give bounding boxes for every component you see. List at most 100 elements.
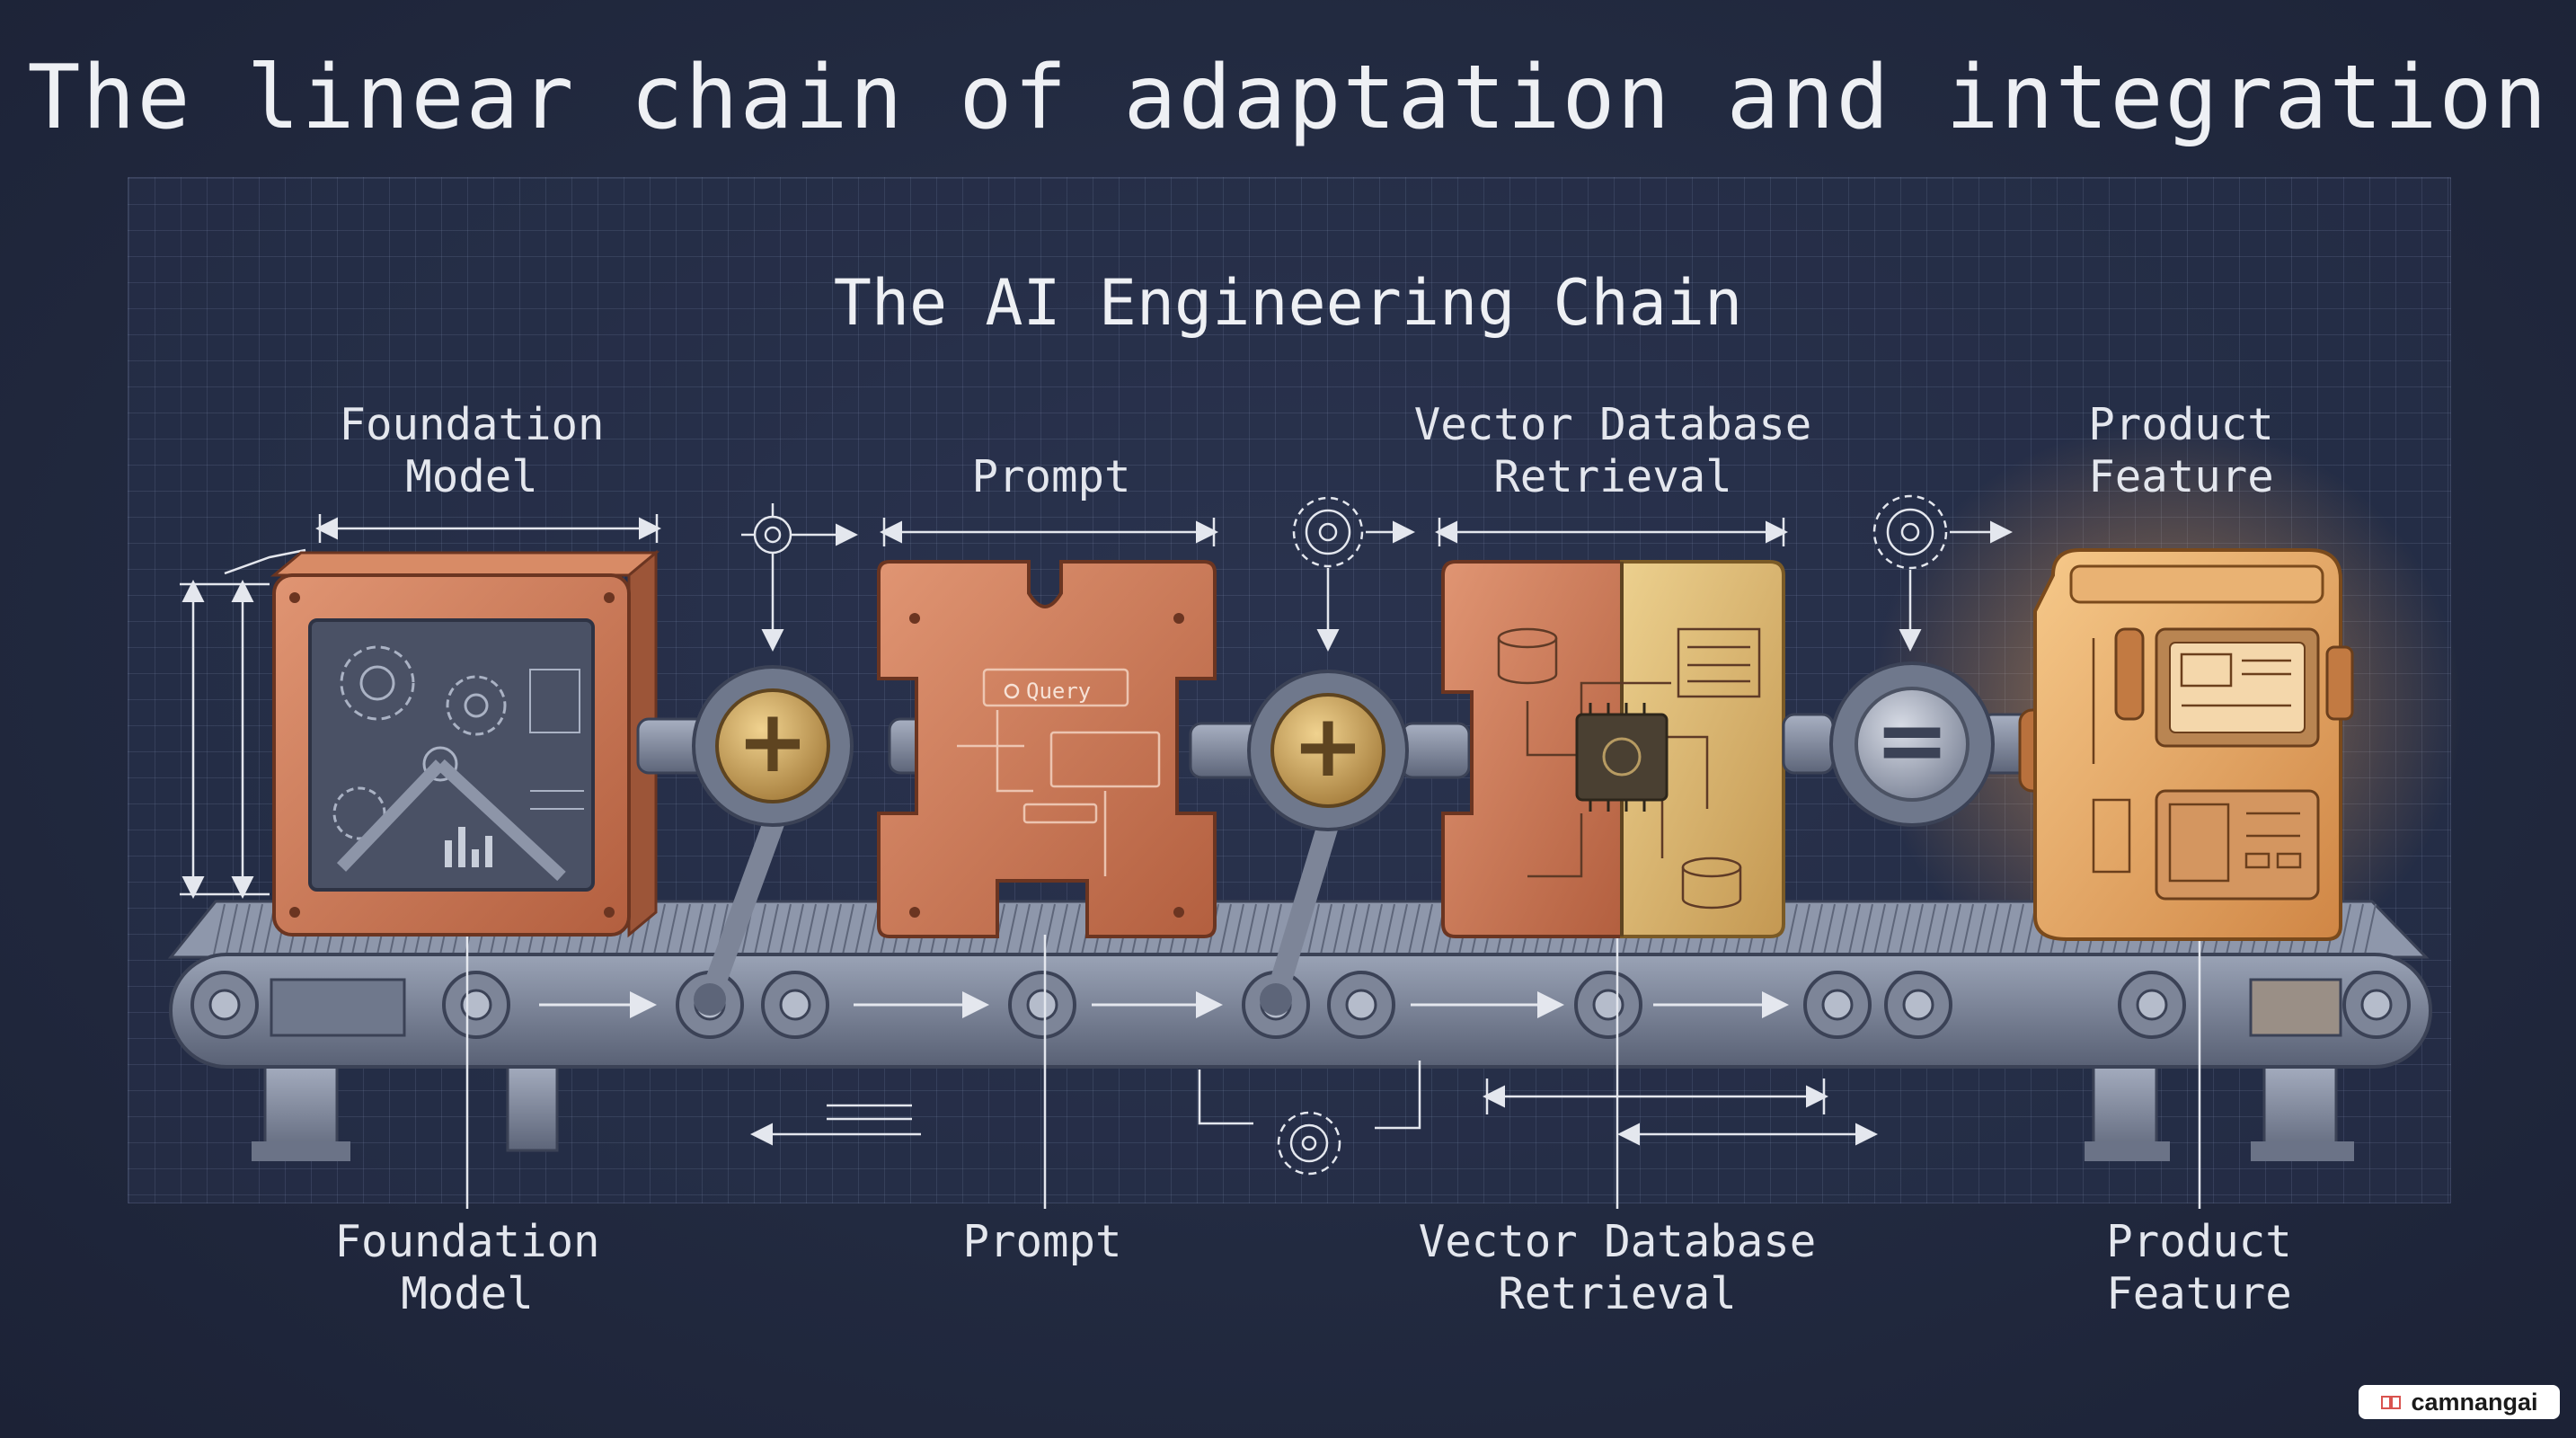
bottom-dimension-lines xyxy=(750,1061,1878,1176)
belt-slat xyxy=(1861,903,1873,955)
plus-sign: + xyxy=(1292,696,1364,796)
belt-slat xyxy=(1270,903,1282,955)
belt-slat xyxy=(766,903,779,955)
vector-database-block xyxy=(1441,560,1785,938)
foundation-model-block xyxy=(270,549,660,938)
belt-slat xyxy=(1395,903,1408,955)
belt-slat xyxy=(1785,903,1798,955)
belt-slat xyxy=(1383,903,1395,955)
query-label: Query xyxy=(1026,679,1091,704)
belt-slat xyxy=(1345,903,1358,955)
conveyor-panel xyxy=(2249,978,2342,1037)
belt-slat xyxy=(2351,903,2364,955)
book-icon xyxy=(2381,1396,2402,1409)
equals-sign: = xyxy=(1874,688,1950,793)
belt-slat xyxy=(1056,903,1068,955)
belt-slat xyxy=(829,903,842,955)
search-icon xyxy=(1004,683,1020,699)
belt-slat xyxy=(1421,903,1433,955)
top-label-vector-database-retrieval: Vector Database Retrieval xyxy=(1413,399,1812,502)
belt-slat xyxy=(1332,903,1345,955)
plus-sign: + xyxy=(737,691,809,792)
belt-slat xyxy=(1257,903,1270,955)
belt-slat xyxy=(653,903,666,955)
leader-lines xyxy=(465,935,2201,1209)
conveyor-panel xyxy=(270,978,406,1037)
roller-hub xyxy=(779,989,811,1021)
belt-slat xyxy=(1068,903,1081,955)
roller-hub xyxy=(2136,989,2168,1021)
top-label-foundation-model: Foundation Model xyxy=(339,399,605,502)
roller-hub xyxy=(2360,989,2393,1021)
conveyor-rollers xyxy=(190,971,2411,1039)
belt-slat xyxy=(1848,903,1861,955)
page-title: The linear chain of adaptation and integ… xyxy=(27,47,2549,149)
diagram-subtitle: The AI Engineering Chain xyxy=(833,266,1743,340)
roller-hub xyxy=(1026,989,1058,1021)
belt-slat xyxy=(666,903,678,955)
prompt-puzzle-block: Query xyxy=(877,560,1217,938)
belt-slat xyxy=(1823,903,1836,955)
bottom-label-product-feature: Product Feature xyxy=(2106,1216,2292,1319)
belt-slat xyxy=(1999,903,2012,955)
belt-slat xyxy=(1936,903,1949,955)
belt-slat xyxy=(2339,903,2351,955)
plus-connector-2: + xyxy=(1189,670,1471,1016)
belt-slat xyxy=(754,903,766,955)
top-label-product-feature: Product Feature xyxy=(2088,399,2274,502)
bottom-label-foundation-model: Foundation Model xyxy=(334,1216,600,1319)
belt-slat xyxy=(804,903,817,955)
belt-slat xyxy=(1320,903,1332,955)
belt-slat xyxy=(1005,903,1018,955)
conveyor-legs xyxy=(252,1059,2354,1161)
side-dimension xyxy=(180,548,306,899)
belt-slat xyxy=(1018,903,1031,955)
gear-icon xyxy=(1872,494,2013,652)
belt-slat xyxy=(1031,903,1043,955)
top-dimension-lines xyxy=(315,514,1788,546)
belt-slat xyxy=(1358,903,1370,955)
belt-slat xyxy=(213,903,226,955)
belt-slat xyxy=(691,903,704,955)
belt-slat xyxy=(1974,903,1987,955)
chip-icon xyxy=(1575,713,1669,802)
belt-slat xyxy=(1798,903,1810,955)
product-feature-block xyxy=(2018,548,2354,941)
gear-icon xyxy=(741,503,858,652)
belt-slat xyxy=(1232,903,1244,955)
belt-slat xyxy=(842,903,854,955)
belt-slat xyxy=(1899,903,1911,955)
belt-slat xyxy=(251,903,263,955)
belt-slat xyxy=(1911,903,1924,955)
bottom-label-prompt: Prompt xyxy=(962,1216,1122,1267)
belt-slat xyxy=(1370,903,1383,955)
belt-slat xyxy=(2364,903,2377,955)
belt-slat xyxy=(1873,903,1886,955)
belt-slat xyxy=(704,903,716,955)
belt-slat xyxy=(1810,903,1823,955)
plus-connector-1: + xyxy=(636,665,927,1016)
belt-slat xyxy=(779,903,792,955)
roller-hub xyxy=(1902,989,1934,1021)
belt-slat xyxy=(1836,903,1848,955)
roller-hub xyxy=(1592,989,1624,1021)
belt-slat xyxy=(1987,903,1999,955)
watermark-badge[interactable]: camnangai xyxy=(2359,1385,2560,1419)
belt-slat xyxy=(1924,903,1936,955)
belt-slat xyxy=(1886,903,1899,955)
roller-hub xyxy=(1345,989,1377,1021)
roller-hub xyxy=(208,989,241,1021)
belt-slat xyxy=(678,903,691,955)
roller-hub xyxy=(460,989,492,1021)
belt-slat xyxy=(854,903,867,955)
top-label-prompt: Prompt xyxy=(971,451,1131,502)
belt-slat xyxy=(238,903,251,955)
belt-slat xyxy=(2012,903,2024,955)
belt-slat xyxy=(1408,903,1421,955)
belt-slat xyxy=(1219,903,1232,955)
belt-slat xyxy=(1961,903,1974,955)
belt-slat xyxy=(792,903,804,955)
gear-icon xyxy=(1292,496,1415,652)
belt-slat xyxy=(817,903,829,955)
